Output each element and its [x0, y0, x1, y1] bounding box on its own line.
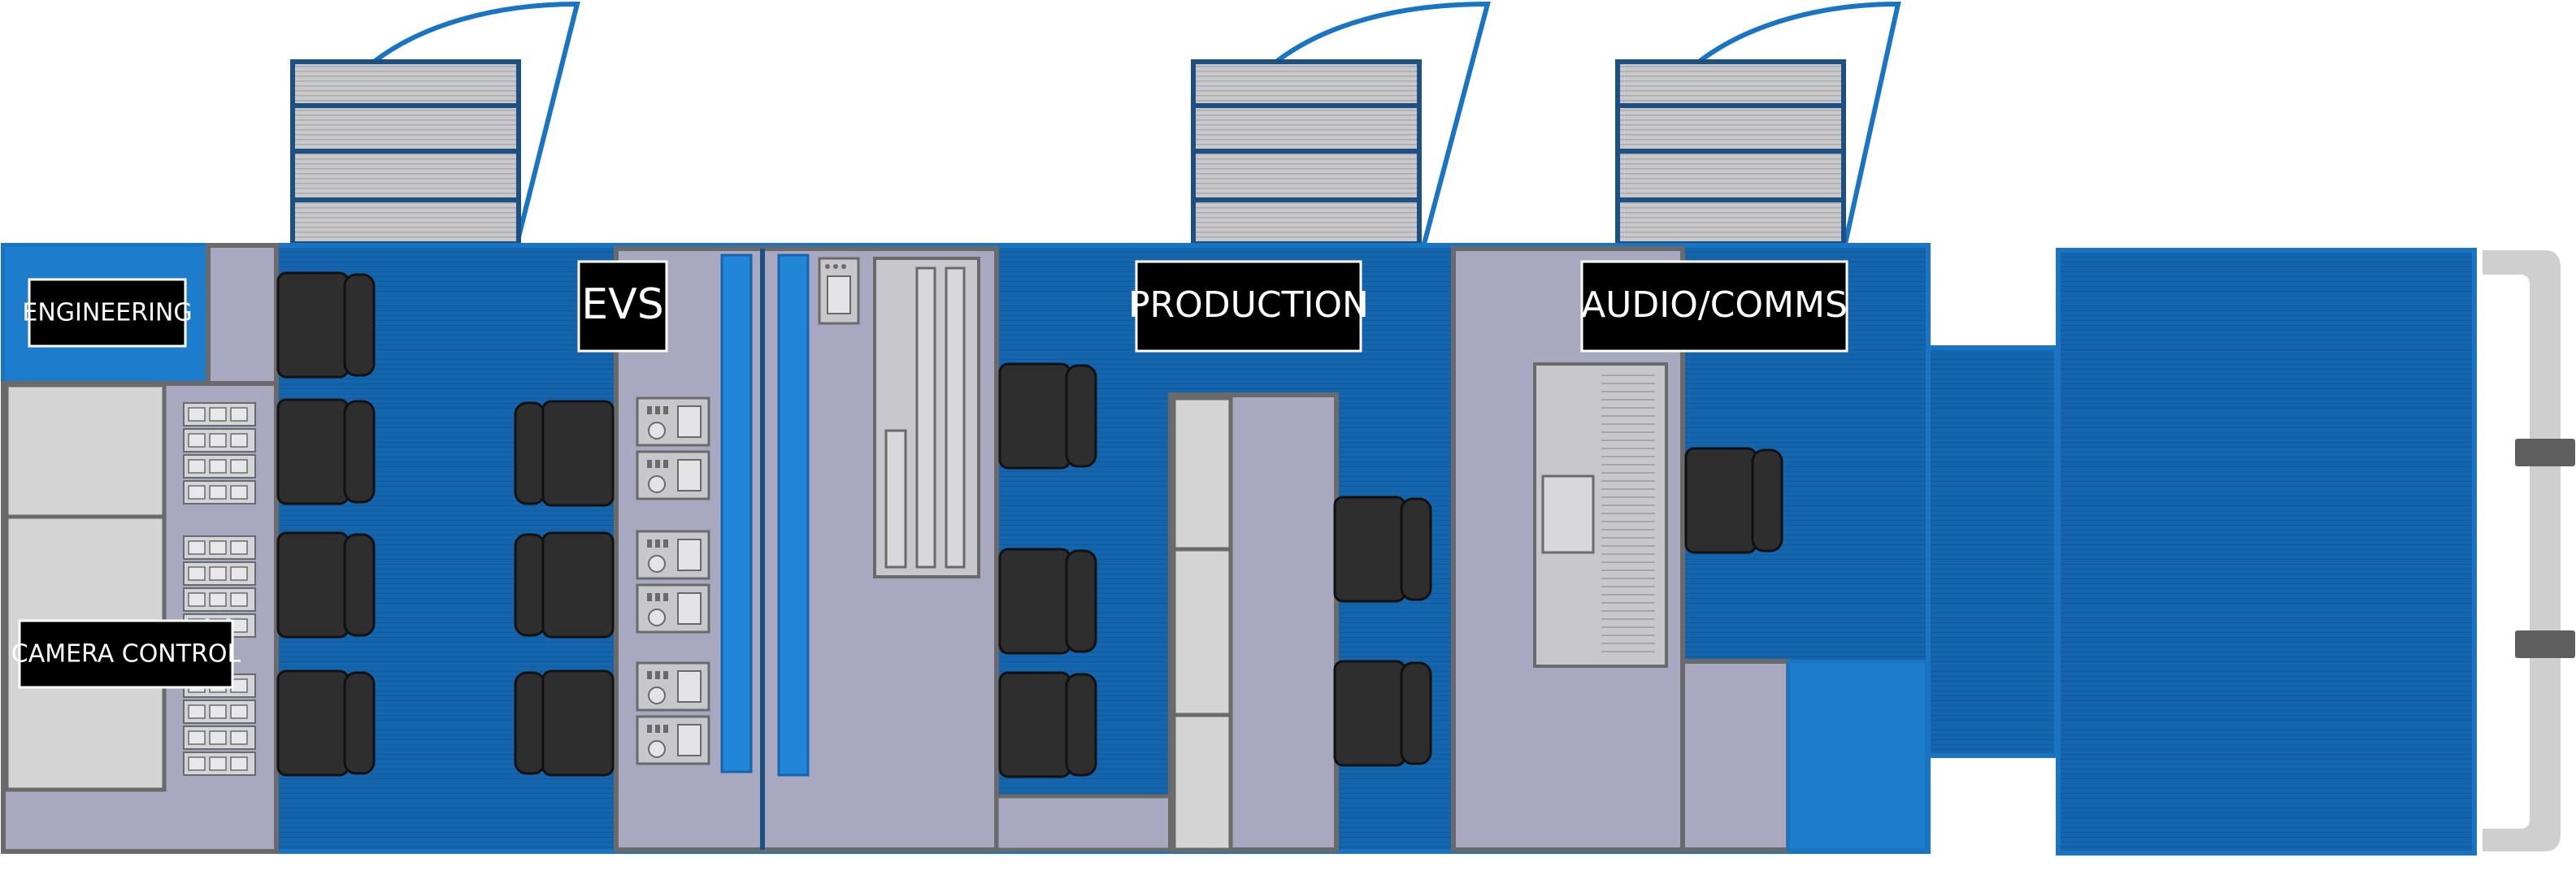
- label-evs-text: EVS: [581, 280, 663, 329]
- label-audio-comms-text: AUDIO/COMMS: [1581, 284, 1848, 326]
- door-hinge-icon: [2515, 630, 2575, 658]
- label-evs: EVS: [577, 260, 668, 353]
- chair-icon: [998, 671, 1097, 778]
- controller-icon: [636, 450, 710, 500]
- rack-unit-icon: [183, 700, 256, 724]
- expando-box: [2056, 248, 2477, 856]
- chair-icon: [1333, 660, 1432, 767]
- chair-icon: [276, 669, 376, 777]
- monitor-bar: [720, 253, 753, 773]
- chair-icon: [998, 362, 1097, 470]
- rack-unit-icon: [183, 587, 256, 612]
- controller-icon: [636, 396, 710, 447]
- chair-icon: [514, 669, 615, 777]
- cabinet: [1171, 713, 1233, 852]
- awning-left: [290, 1, 580, 246]
- rack-unit-icon: [183, 726, 256, 750]
- chair-icon: [998, 548, 1097, 655]
- slide-out-awning-icon: [1275, 1, 1491, 245]
- monitor-bar: [777, 253, 810, 777]
- rack-unit-icon: [183, 454, 256, 479]
- controller-icon: [636, 583, 710, 634]
- rack-unit-icon: [183, 480, 256, 505]
- awning-right: [1615, 1, 1901, 246]
- chair-icon: [1333, 496, 1432, 603]
- controller-icon: [636, 715, 710, 765]
- chair-icon: [1684, 447, 1783, 554]
- cabinet: [1171, 547, 1233, 717]
- rack-unit-icon: [183, 561, 256, 586]
- chair-icon: [276, 531, 376, 639]
- slide-out-awning-icon: [1697, 1, 1901, 245]
- label-audio-comms: AUDIO/COMMS: [1580, 260, 1848, 353]
- door-hinge-icon: [2515, 439, 2575, 466]
- chairs: [276, 271, 1783, 778]
- label-production: PRODUCTION: [1128, 260, 1369, 353]
- production-area: [994, 392, 1339, 852]
- rack-unit-icon: [183, 535, 256, 560]
- rack-group: [183, 402, 256, 776]
- controller-icon: [636, 661, 710, 712]
- awning-center: [1191, 1, 1491, 246]
- slide-out-awning-icon: [372, 1, 580, 245]
- chair-icon: [276, 398, 376, 505]
- label-engineering: ENGINEERING: [22, 278, 193, 348]
- chair-icon: [514, 400, 615, 507]
- connector: [1926, 345, 2059, 758]
- chair-icon: [276, 271, 376, 379]
- label-engineering-text: ENGINEERING: [22, 299, 192, 327]
- cabinet: [1171, 396, 1233, 552]
- label-production-text: PRODUCTION: [1128, 284, 1369, 326]
- controller-icon: [636, 530, 710, 580]
- rack-group: [636, 396, 710, 765]
- label-camera-control-text: CAMERA CONTROL: [11, 640, 241, 669]
- label-camera-control: CAMERA CONTROL: [11, 619, 241, 689]
- chair-icon: [514, 531, 615, 639]
- rack-unit-icon: [183, 752, 256, 776]
- rack-unit-icon: [183, 428, 256, 453]
- rack-unit-icon: [183, 402, 256, 427]
- rear-frame: [2483, 250, 2575, 851]
- cabinet: [4, 383, 167, 519]
